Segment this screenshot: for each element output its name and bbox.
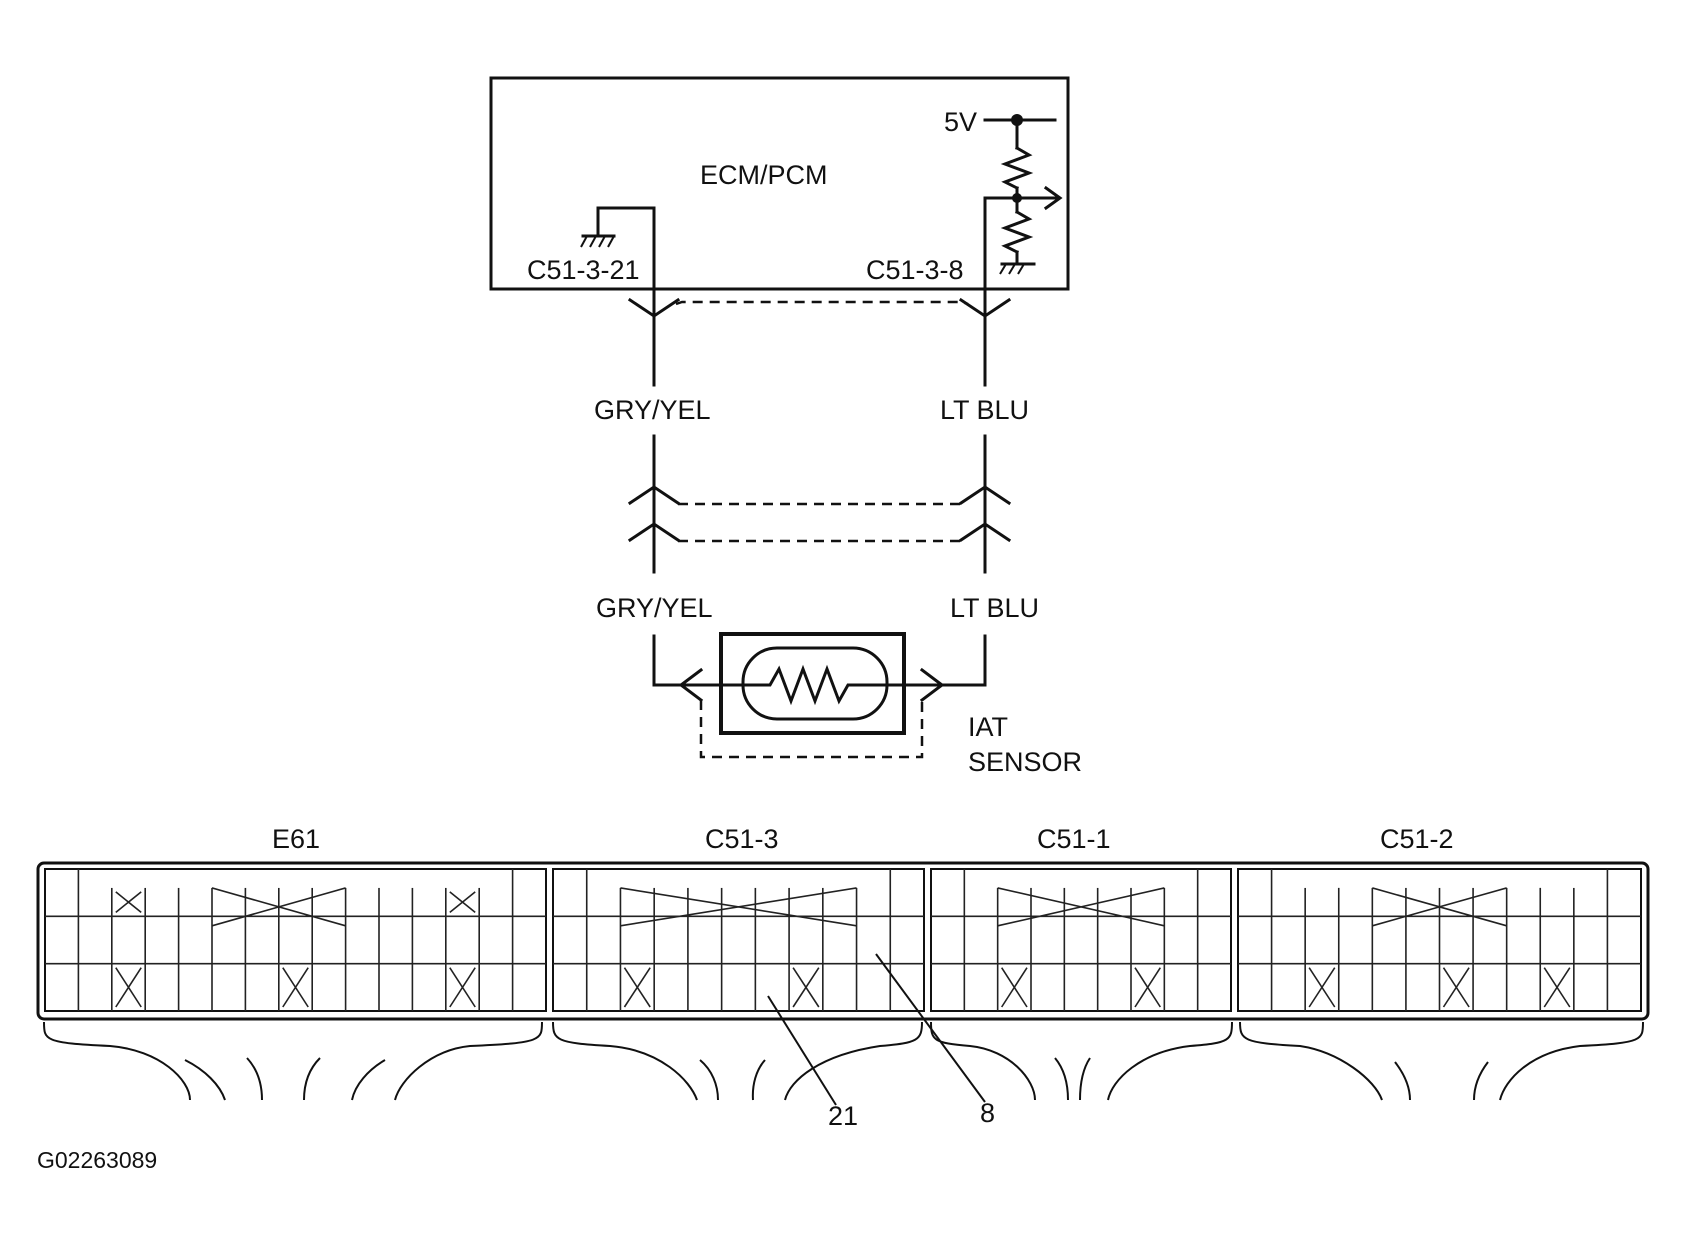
- callout-pin-21: 21: [828, 1101, 858, 1131]
- connector-label-c51-2: C51-2: [1380, 824, 1454, 854]
- sensor-label-line1: IAT: [968, 712, 1008, 742]
- pin-label-signal: C51-3-8: [866, 255, 964, 285]
- ecm-reference-circuit: [983, 114, 1063, 291]
- ecm-connector-terminals: [627, 287, 1012, 387]
- wire-bundles: [43, 1021, 1644, 1101]
- inline-connector: [627, 434, 1012, 574]
- ecm-title: ECM/PCM: [700, 160, 828, 190]
- wire-color-left-upper: GRY/YEL: [594, 395, 711, 425]
- iat-sensor: [652, 632, 987, 759]
- ecm-connector-face: [36, 861, 1650, 1021]
- callout-pin-8: 8: [980, 1098, 995, 1128]
- ecm-box: [489, 76, 1070, 291]
- wire-color-right-lower: LT BLU: [950, 593, 1039, 623]
- figure-code: G02263089: [37, 1147, 157, 1173]
- connector-label-c51-1: C51-1: [1037, 824, 1111, 854]
- supply-voltage-label: 5V: [944, 107, 977, 137]
- connector-label-c51-3: C51-3: [705, 824, 779, 854]
- ecm-ground-symbol: [580, 206, 656, 291]
- pin-label-ground: C51-3-21: [527, 255, 640, 285]
- wire-color-left-lower: GRY/YEL: [596, 593, 713, 623]
- connector-label-e61: E61: [272, 824, 320, 854]
- wire-color-right-upper: LT BLU: [940, 395, 1029, 425]
- callout-leaders: [767, 953, 986, 1106]
- sensor-label-line2: SENSOR: [968, 747, 1082, 777]
